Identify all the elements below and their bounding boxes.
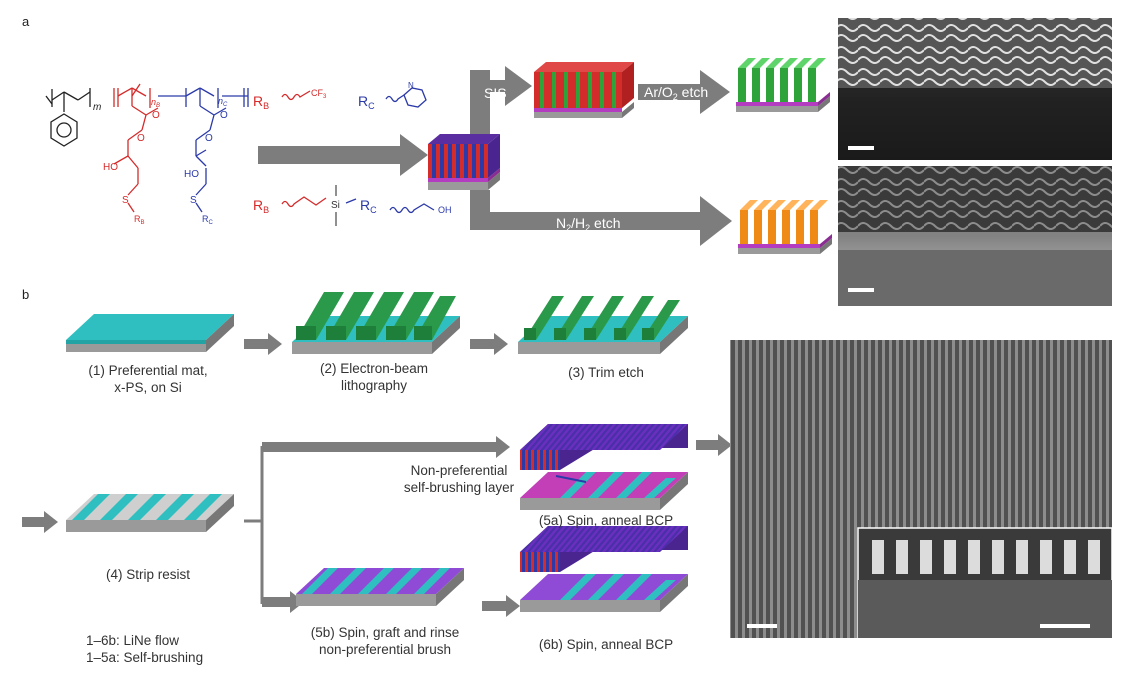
- rc-label-bottom: RC: [360, 197, 377, 215]
- arrow-to-n2h2: [470, 196, 732, 246]
- chem-m: m: [93, 102, 101, 113]
- step5b-caption: (5b) Spin, graft and rinse non-preferent…: [310, 625, 460, 657]
- ps-block: [45, 88, 91, 147]
- step2-caption: (2) Electron-beam lithography: [319, 361, 429, 393]
- bcp-film-block: [428, 134, 500, 190]
- arrow-2-3: [470, 333, 508, 355]
- orange-pillars-block: [738, 200, 832, 254]
- step4-caption: (4) Strip resist: [105, 567, 190, 582]
- step4-strip: [66, 494, 234, 532]
- step3-caption: (3) Trim etch: [568, 365, 644, 380]
- legend-self-brushing: 1–5a: Self-brushing: [86, 650, 204, 665]
- chem-o-blue-1: O: [220, 110, 228, 121]
- arrow-to-5b: [262, 591, 304, 613]
- rc-block: [158, 87, 249, 213]
- cf3-label: CF3: [311, 88, 327, 100]
- n2h2-label: N2/H2 etch: [556, 215, 621, 233]
- arrow-5b-6b: [482, 595, 520, 617]
- chem-rb-red: RB: [134, 214, 145, 226]
- chem-rc-blue: RC: [202, 214, 214, 226]
- rc-label-top: RC: [358, 93, 375, 111]
- si-label: Si: [331, 200, 340, 211]
- chem-o-blue-2: O: [205, 133, 213, 144]
- arrow-to-5a: [262, 436, 510, 458]
- step5b-brush: [296, 568, 464, 606]
- pyridine-n: N: [408, 81, 414, 90]
- scale-bar-bottom: [848, 288, 874, 292]
- scale-bar-b: [747, 624, 777, 628]
- panel-b-letter: b: [22, 287, 30, 302]
- sis-block: [534, 62, 634, 118]
- sem-image-bottom: [838, 166, 1112, 306]
- step2-ebeam: [292, 292, 460, 354]
- chem-s-blue: S: [190, 195, 197, 206]
- rc-pyridine-chain: [385, 94, 405, 103]
- ebeam-resist-lines: [296, 292, 456, 340]
- rc-hydroxyl-chain: [389, 203, 435, 214]
- layer-pointer-line: [555, 475, 587, 483]
- scale-bar-inset: [1040, 624, 1090, 628]
- arrow-5a-sem: [696, 434, 732, 456]
- legend-line-flow: 1–6b: LiNe flow: [86, 633, 180, 648]
- legend: 1–6b: LiNe flow 1–5a: Self-brushing: [86, 632, 203, 666]
- sem-image-b: [730, 340, 1113, 639]
- step6b-caption: (6b) Spin, anneal BCP: [538, 637, 674, 652]
- branch-arrows: [470, 66, 732, 246]
- green-pillars-block: [736, 58, 830, 112]
- branch-lines-b: [244, 434, 732, 617]
- chem-ho-red: HO: [103, 162, 118, 173]
- scale-bar-top: [848, 146, 874, 150]
- chem-o-red-1: O: [152, 110, 160, 121]
- sis-label: SIS: [484, 85, 507, 101]
- si-rc-bond: [345, 198, 357, 204]
- sem-image-top: [838, 18, 1112, 160]
- panel-a-letter: a: [22, 14, 30, 29]
- arrow-to-aro2: [638, 70, 730, 114]
- step5a-bcp: [520, 424, 688, 510]
- chemical-structure: m O O HO S RB nB: [45, 81, 452, 226]
- chem-ho-blue: HO: [184, 169, 199, 180]
- step3-trim: [518, 296, 688, 354]
- arrow-into-step4: [22, 511, 58, 533]
- chem-nc: nC: [218, 96, 228, 108]
- arrow-1-2: [244, 333, 282, 355]
- chem-s-red: S: [122, 195, 129, 206]
- step6b-bcp: [520, 526, 688, 612]
- rb-label-bottom: RB: [253, 197, 269, 215]
- step5a-caption: (5a) Spin, anneal BCP: [538, 513, 674, 528]
- pyridine-ring: [403, 87, 427, 108]
- rb-block: [113, 83, 159, 213]
- arrow-to-sis: [470, 66, 532, 106]
- inset-pillars: [872, 540, 1100, 574]
- hydroxyl-oh: OH: [438, 205, 452, 215]
- rb-label-top: RB: [253, 93, 269, 111]
- rb-cf3-chain: [281, 90, 311, 101]
- step1-mat: [66, 314, 234, 352]
- nonpref-layer-label: Non-preferential self-brushing layer: [403, 463, 515, 495]
- chem-nb: nB: [151, 97, 160, 109]
- chem-o-red-2: O: [137, 133, 145, 144]
- aro2-label: Ar/O2 etch: [644, 84, 708, 102]
- rb-silane-chain: [281, 196, 327, 208]
- arrow-to-film: [258, 134, 428, 176]
- step1-caption: (1) Preferential mat, x-PS, on Si: [88, 363, 208, 395]
